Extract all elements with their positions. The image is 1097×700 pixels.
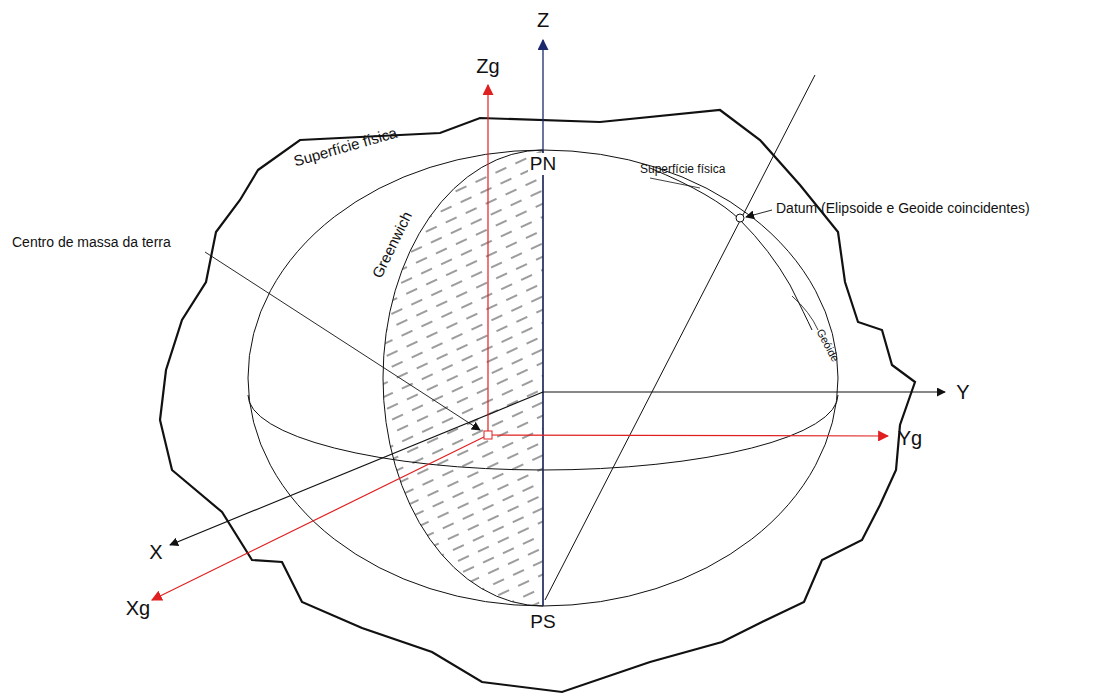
datum-point: [736, 214, 744, 222]
geoid-curve: [650, 168, 812, 330]
y-axis: [543, 391, 945, 392]
mass-center: [484, 431, 492, 439]
axis-label: Xg: [126, 597, 150, 620]
pole-label: PN: [528, 153, 558, 175]
surface-label: Superfície física: [291, 124, 398, 170]
pole-label: PS: [530, 611, 555, 633]
datum-label: Datum (Elipsoide e Geoide coincidentes): [776, 200, 1030, 216]
physical-surface: [160, 110, 915, 692]
leader-line: [205, 252, 480, 430]
geoid-label: Geóide: [814, 326, 842, 363]
leader-line: [650, 178, 700, 188]
axis-label: Z: [537, 9, 549, 32]
zg-axis: [487, 85, 488, 435]
geoid-leader: [792, 296, 818, 330]
z-axis: [542, 40, 543, 606]
normal-line: [545, 75, 815, 600]
callout-label: Centro de massa da terra: [12, 234, 171, 250]
axis-label: Y: [956, 381, 969, 404]
yg-axis: [488, 435, 888, 436]
x-axis: [170, 392, 543, 545]
axis-label: X: [149, 541, 162, 564]
xg-axis: [152, 435, 488, 600]
axis-label: Zg: [476, 55, 499, 78]
leader-line: [746, 210, 772, 217]
surface-label: Superfície física: [640, 163, 725, 177]
axis-label: Yg: [898, 427, 922, 450]
